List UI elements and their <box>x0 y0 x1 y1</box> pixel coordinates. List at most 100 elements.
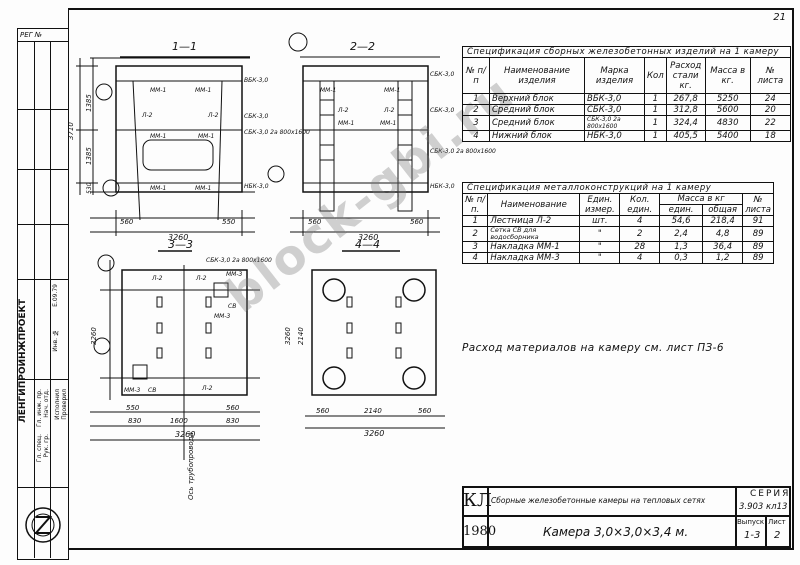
dimension-text: 560 <box>120 218 134 226</box>
drawing-label: Л-2 <box>207 112 219 119</box>
table-cell: 4 <box>619 252 661 264</box>
table-cell: 2 <box>462 104 490 116</box>
table-cell: Сетка СВ для водосборника <box>487 226 581 242</box>
column-header: № листа <box>749 57 792 94</box>
dimension-text: 3260 <box>284 327 292 345</box>
drawing-label: ММ-1 <box>150 87 166 94</box>
drawing-label: СБК-3,0 2а 800х1600 <box>206 257 272 264</box>
drawing-label: НБК-3,0 <box>430 183 455 190</box>
column-header: Марка изделия <box>584 57 645 94</box>
table-cell: 36,4 <box>702 241 744 253</box>
drawing-label: ММ-1 <box>198 133 214 140</box>
table-cell: 91 <box>742 215 774 227</box>
column-header: Масса в кг <box>659 193 744 205</box>
column-header: Масса в кг. <box>704 57 751 94</box>
table-cell: " <box>579 252 621 264</box>
table-cell: 1 <box>644 93 667 105</box>
table-cell: 4 <box>619 215 661 227</box>
table-title: Спецификация металлоконструкций на 1 кам… <box>462 182 774 194</box>
table-cell: Средний блок <box>489 115 585 131</box>
table-cell: Средний блок <box>489 104 585 116</box>
drawing-label: Л-2 <box>201 385 213 392</box>
column-header: Един. измер. <box>579 193 621 216</box>
project-title: Сборные железобетонные камеры на тепловы… <box>488 486 736 516</box>
materials-note: Расход материалов на камеру см. лист ПЗ-… <box>462 342 724 354</box>
table-cell: ВБК-3,0 <box>584 93 645 105</box>
dimension-text: 550 <box>222 218 236 226</box>
table-cell: СБК-3,0 2а 800х1600 <box>584 115 645 131</box>
column-header: Расход стали кг. <box>665 57 706 94</box>
table-cell: 2 <box>619 226 661 242</box>
table-cell: 28 <box>619 241 661 253</box>
column-header: № п/п. <box>461 193 489 216</box>
sheet-label: Лист <box>768 518 786 526</box>
section-2-2-title: 2—2 <box>350 40 375 53</box>
dimension-text: 830 <box>128 417 142 425</box>
table-cell: шт. <box>579 215 621 227</box>
drawing-label: ММ-1 <box>384 87 400 94</box>
drawing-label: СБК-3,0 2а 800х1600 <box>244 129 310 136</box>
table-cell: 1,2 <box>702 252 744 264</box>
dimension-text: 1385 <box>85 94 93 112</box>
column-subheader: един. <box>659 204 704 216</box>
table-cell: 20 <box>749 104 792 116</box>
table-cell: 1 <box>462 93 490 105</box>
table-cell: 324,4 <box>665 115 706 131</box>
sheet-title: Камера 3,0×3,0×3,4 м. <box>488 516 736 548</box>
drawing-label: СВ <box>148 387 156 394</box>
column-header: Кол. един. <box>619 193 661 216</box>
organization-logo-icon <box>25 507 61 543</box>
dimension-text: 560 <box>418 407 432 415</box>
dimension-text: 3260 <box>168 233 188 242</box>
dimension-text: 3260 <box>358 233 378 242</box>
dimension-text: 3260 <box>364 429 384 438</box>
table-cell: 4,8 <box>702 226 744 242</box>
sheet-value: 2 <box>774 530 781 541</box>
drawing-label: СБК-3,0 2а 800х1600 <box>430 148 496 155</box>
dimension-text: 530 <box>86 182 93 194</box>
drawing-label: ММ-1 <box>380 120 396 127</box>
dimension-text: 2140 <box>364 407 382 415</box>
table-cell: СБК-3,0 <box>584 104 645 116</box>
dimension-text: 560 <box>226 404 240 412</box>
table-cell: 22 <box>749 115 792 131</box>
series-label: СЕРИЯ <box>750 489 791 499</box>
column-header: № п/п <box>462 57 490 94</box>
table-cell: 2,4 <box>659 226 704 242</box>
table-cell: 5600 <box>704 104 751 116</box>
table-cell: Верхний блок <box>489 93 585 105</box>
section-3-3 <box>90 250 260 460</box>
table-cell: 1 <box>644 104 667 116</box>
table-cell: " <box>579 226 621 242</box>
table-cell: 1 <box>644 130 667 142</box>
table-cell: Нижний блок <box>489 130 585 142</box>
drawing-label: СБК-3,0 <box>430 107 454 114</box>
issue-value: 1-3 <box>744 530 761 541</box>
dimension-text: 3260 <box>90 327 98 345</box>
dimension-text: 3260 <box>175 430 195 439</box>
table-cell: Накладка ММ-1 <box>487 241 581 253</box>
table-cell: 218,4 <box>702 215 744 227</box>
dimension-text: 2140 <box>297 327 305 345</box>
drawing-label: ММ-1 <box>320 87 336 94</box>
section-1-1 <box>76 56 255 236</box>
dimension-text: 550 <box>126 404 140 412</box>
table-cell: 405,5 <box>665 130 706 142</box>
section-1-1-title: 1—1 <box>172 40 197 53</box>
metal-spec-table: Спецификация металлоконструкций на 1 кам… <box>461 182 774 264</box>
table-cell: 1 <box>644 115 667 131</box>
table-cell: 2 <box>461 226 489 242</box>
table-cell: 3 <box>461 241 489 253</box>
dimension-text: 830 <box>226 417 240 425</box>
drawing-label: Л-2 <box>383 107 395 114</box>
drawing-label: ММ-1 <box>150 185 166 192</box>
org-code: КЛ <box>462 486 492 516</box>
table-cell: 1 <box>461 215 489 227</box>
table-cell: 4830 <box>704 115 751 131</box>
